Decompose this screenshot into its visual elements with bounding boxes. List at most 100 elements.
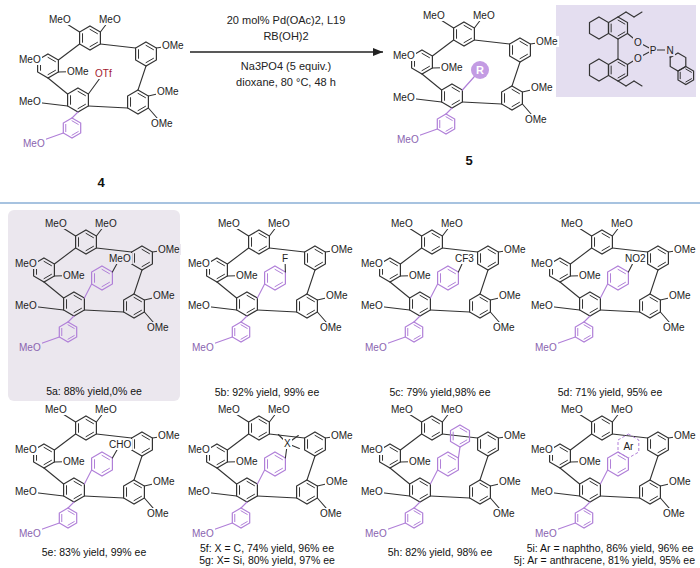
- double-bond-line: [78, 104, 85, 108]
- double-bond-line: [70, 96, 71, 105]
- double-bond-line: [78, 91, 85, 95]
- double-bond-line: [247, 295, 254, 299]
- double-bond-line: [611, 24, 612, 32]
- double-bond-line: [134, 310, 141, 314]
- propyl-chain: [626, 12, 634, 17]
- double-bond-line: [452, 87, 459, 91]
- double-bond-line: [65, 124, 66, 131]
- propyl-chain: [618, 12, 626, 17]
- propyl-chain: [634, 12, 642, 17]
- double-bond-line: [307, 254, 308, 263]
- aryl-bond: [584, 502, 590, 508]
- arene-ring: [422, 416, 443, 440]
- double-bond-line: [446, 128, 452, 132]
- methoxy-label: OMe: [498, 290, 522, 301]
- aryl-bond: [84, 470, 91, 484]
- double-bond-line: [686, 79, 692, 82]
- aryl-bond: [600, 470, 607, 484]
- methylene-bridge: [269, 248, 304, 252]
- arene-ring: [76, 230, 97, 254]
- aryl-bond: [414, 316, 420, 322]
- aryl-bond: [241, 316, 247, 322]
- double-bond-line: [94, 460, 95, 469]
- aromatic-ring: [678, 67, 694, 85]
- double-bond-line: [460, 428, 467, 432]
- double-bond-line: [440, 460, 441, 469]
- methoxy-label: MeO: [267, 218, 291, 229]
- double-bond-line: [480, 310, 487, 314]
- double-bond-line: [642, 302, 643, 311]
- double-bond-line: [432, 246, 439, 250]
- double-bond-line: [414, 325, 420, 329]
- methoxy-label: MeO: [560, 218, 584, 229]
- double-bond-line: [446, 117, 452, 121]
- arene-ring: [64, 478, 85, 502]
- aryl-bond: [84, 284, 91, 298]
- methoxy-label: OMe: [503, 430, 527, 441]
- aryl-bond: [241, 502, 247, 508]
- methoxy-label: MeO: [14, 300, 38, 311]
- double-bond-line: [247, 308, 254, 312]
- double-bond-line: [102, 468, 109, 472]
- double-bond-line: [594, 424, 595, 433]
- double-bond-line: [453, 432, 454, 440]
- double-bond-line: [414, 511, 420, 515]
- methoxy-label: OMe: [330, 430, 354, 441]
- double-bond-line: [86, 233, 93, 237]
- double-bond-line: [618, 282, 625, 286]
- double-bond-line: [251, 424, 252, 433]
- double-bond-line: [420, 481, 427, 485]
- double-bond-line: [241, 325, 247, 329]
- double-bond-line: [618, 32, 625, 36]
- arene-ring: [80, 26, 101, 50]
- aryl-bond: [446, 108, 452, 114]
- double-bond-line: [239, 300, 240, 309]
- double-bond-line: [102, 269, 109, 273]
- arene-ring: [648, 246, 669, 270]
- methoxy-label: OMe: [146, 508, 170, 519]
- double-bond-line: [68, 336, 74, 340]
- methoxy-label: MeO: [14, 486, 38, 497]
- methylene-bridge: [54, 434, 75, 450]
- methoxy-label: OMe: [578, 270, 602, 281]
- double-bond-line: [420, 295, 427, 299]
- anisyl-ring: [59, 508, 76, 528]
- arene-ring: [454, 22, 475, 46]
- methoxy-label: OMe: [152, 290, 176, 301]
- atom-label: N: [665, 45, 674, 56]
- methylene-bridge: [430, 310, 469, 312]
- methylene-bridge: [430, 496, 469, 498]
- methylene-bridge: [100, 44, 135, 48]
- aryl-bond: [68, 316, 74, 322]
- methylene-bridge: [48, 78, 68, 94]
- double-bond-line: [520, 54, 527, 58]
- double-bond-line: [488, 435, 495, 439]
- arene-ring: [592, 230, 613, 254]
- methylene-bridge: [257, 496, 296, 498]
- double-bond-line: [414, 522, 420, 526]
- double-bond-line: [74, 295, 81, 299]
- double-bond-line: [68, 511, 74, 515]
- methoxy-label: MeO: [534, 342, 558, 353]
- aryl-bond: [430, 470, 437, 484]
- reaction-condition: RB(OH)2: [262, 30, 309, 43]
- methoxy-label: OMe: [668, 290, 692, 301]
- double-bond-line: [602, 246, 609, 250]
- double-bond-line: [146, 58, 153, 62]
- double-bond-line: [658, 262, 665, 266]
- double-bond-line: [602, 233, 609, 237]
- methoxy-label: MeO: [610, 404, 634, 415]
- methylene-bridge: [217, 468, 237, 484]
- methoxy-label: MeO: [18, 96, 42, 107]
- arene-ring: [297, 294, 318, 318]
- arene-ring: [478, 246, 499, 270]
- methoxy-label: MeO: [14, 444, 38, 455]
- methoxy-label: OMe: [157, 244, 181, 255]
- methoxy-label: MeO: [530, 300, 554, 311]
- anisyl-ring: [405, 322, 422, 342]
- double-bond-line: [78, 424, 79, 433]
- methylene-bridge: [96, 434, 131, 438]
- methoxy-label: OMe: [578, 456, 602, 467]
- double-bond-line: [72, 132, 78, 136]
- double-bond-line: [239, 486, 240, 495]
